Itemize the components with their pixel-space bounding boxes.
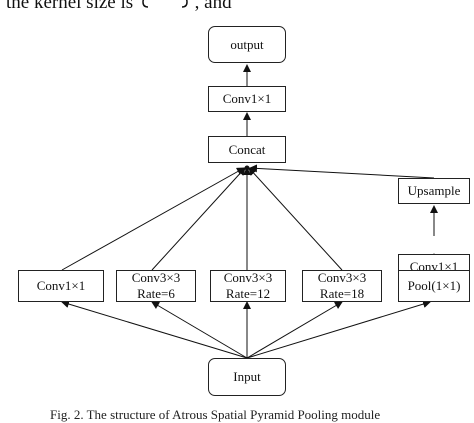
branch-rate12-node: Conv3×3 Rate=12 bbox=[210, 270, 286, 302]
arrow-input-to-rate6 bbox=[151, 301, 248, 359]
arrow-input-to-conv1x1 bbox=[61, 300, 248, 359]
branch-conv1x1-node: Conv1×1 bbox=[18, 270, 104, 302]
arrow-rate6-to-concat bbox=[151, 167, 246, 271]
formula-fragment-icon bbox=[142, 0, 188, 8]
concat-junction bbox=[244, 165, 250, 171]
arrow-conv1x1-to-concat bbox=[61, 167, 245, 271]
arrow-rate18-to-concat bbox=[248, 167, 343, 271]
header-text-after: , and bbox=[194, 0, 232, 13]
header-text-fragment: the kernel size is , and bbox=[6, 0, 232, 14]
upsample-node: Upsample bbox=[398, 178, 470, 204]
header-text-before: the kernel size is bbox=[6, 0, 134, 13]
arrow-input-to-pool bbox=[246, 300, 431, 359]
concat-node: Concat bbox=[208, 136, 286, 163]
arrow-input-to-rate18 bbox=[246, 301, 343, 359]
pool-node: Pool(1×1) bbox=[398, 270, 470, 302]
figure-caption: Fig. 2. The structure of Atrous Spatial … bbox=[50, 407, 381, 422]
output-node: output bbox=[208, 26, 286, 63]
arrow-upsample-to-concat bbox=[249, 164, 435, 179]
conv-output-node: Conv1×1 bbox=[208, 86, 286, 112]
branch-rate18-node: Conv3×3 Rate=18 bbox=[302, 270, 382, 302]
branch-rate6-node: Conv3×3 Rate=6 bbox=[116, 270, 196, 302]
input-node: Input bbox=[208, 358, 286, 396]
